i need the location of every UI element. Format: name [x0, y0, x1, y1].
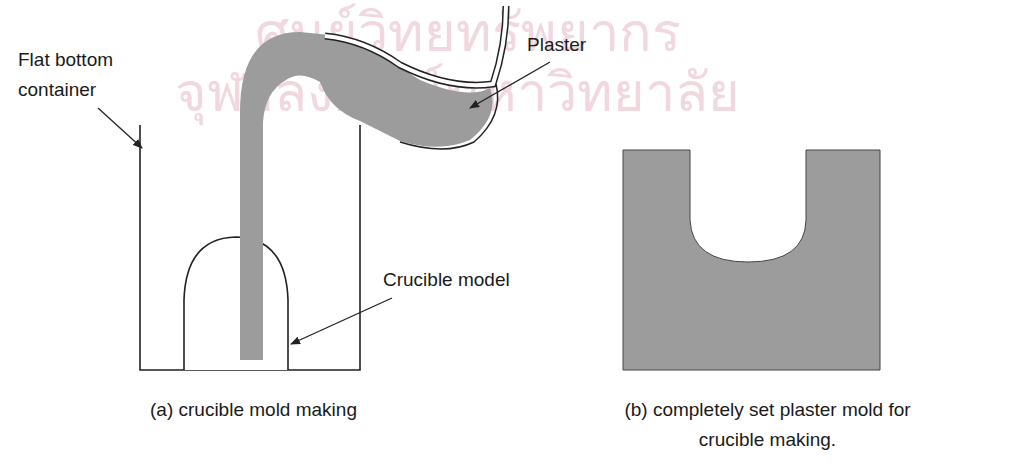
- figure-caption: (a) crucible mold making: [150, 395, 357, 425]
- part-label: Plaster: [527, 30, 586, 60]
- leader-line: [470, 62, 550, 108]
- figure-caption: (b) completely set plaster mold for cruc…: [590, 395, 945, 455]
- bag-outline: [400, 84, 498, 149]
- crucible-model: [184, 237, 288, 370]
- bag-edge-inner: [325, 6, 506, 85]
- part-label: Crucible model: [383, 265, 510, 295]
- plaster-mold: [623, 150, 880, 370]
- leader-line: [98, 108, 142, 148]
- bag-edge: [325, 6, 506, 85]
- part-label: Flat bottom container: [18, 45, 136, 105]
- leader-line: [291, 298, 392, 344]
